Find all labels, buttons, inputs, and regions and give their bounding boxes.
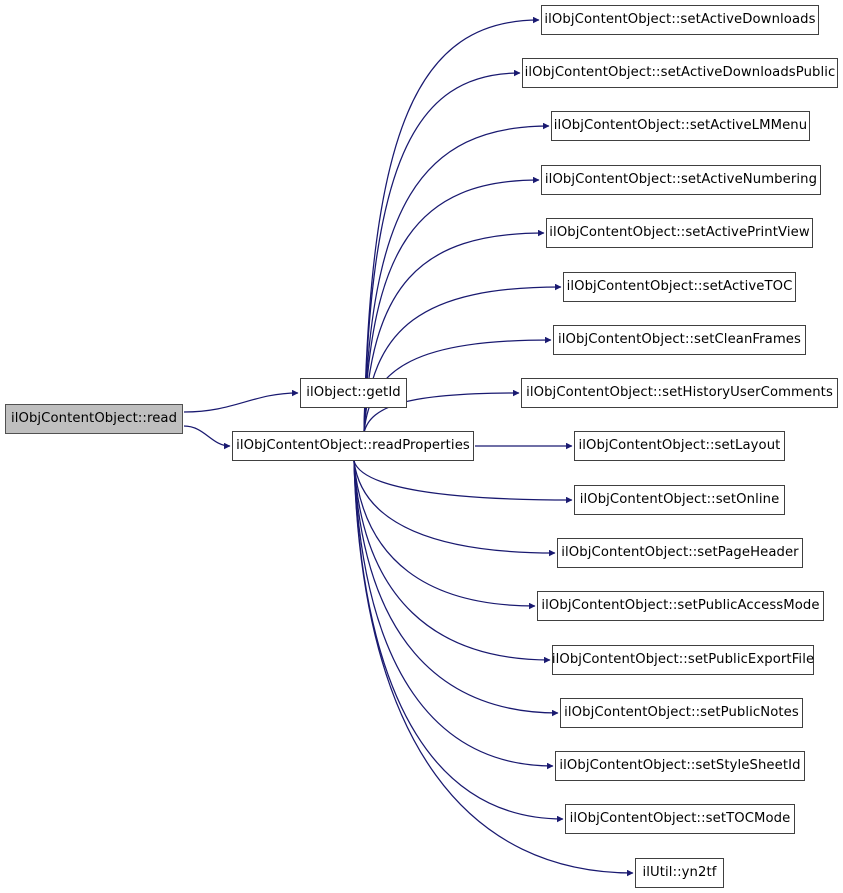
- graph-edge-readProperties-to-setPublicExportFile: [353, 460, 551, 664]
- graph-node-label: ilObjContentObject::setOnline: [579, 492, 780, 508]
- graph-edge-readProperties-to-setPageHeader: [353, 460, 556, 557]
- graph-node-setActivePrintView[interactable]: ilObjContentObject::setActivePrintView: [546, 218, 813, 248]
- graph-node-setLayout[interactable]: ilObjContentObject::setLayout: [574, 431, 785, 461]
- graph-node-setPublicNotes[interactable]: ilObjContentObject::setPublicNotes: [560, 698, 803, 728]
- graph-node-label: ilObjContentObject::setHistoryUserCommen…: [526, 385, 833, 401]
- graph-edge-read-to-readProperties: [183, 425, 231, 450]
- graph-edge-readProperties-to-setPublicNotes: [353, 460, 559, 717]
- graph-node-setPublicExportFile[interactable]: ilObjContentObject::setPublicExportFile: [552, 645, 814, 675]
- graph-edge-readProperties-to-setActiveLMMenu: [363, 122, 550, 434]
- graph-node-label: ilObjContentObject::setActiveDownloads: [544, 12, 816, 28]
- graph-edge-readProperties-to-yn2tf: [353, 460, 634, 877]
- graph-node-setActiveLMMenu[interactable]: ilObjContentObject::setActiveLMMenu: [551, 111, 810, 141]
- graph-edge-readProperties-to-setStyleSheetId: [353, 460, 554, 770]
- graph-node-label: ilObjContentObject::readProperties: [236, 438, 470, 454]
- graph-node-getId[interactable]: ilObject::getId: [300, 378, 407, 408]
- graph-edge-readProperties-to-setActiveDownloadsPublic: [363, 69, 521, 434]
- graph-node-label: ilObjContentObject::setActiveLMMenu: [553, 118, 808, 134]
- graph-node-label: ilObjContentObject::setPublicExportFile: [551, 652, 815, 668]
- graph-node-label: ilObjContentObject::setPublicNotes: [564, 705, 799, 721]
- graph-edge-read-to-getId: [183, 389, 299, 413]
- graph-node-setActiveNumbering[interactable]: ilObjContentObject::setActiveNumbering: [541, 165, 821, 195]
- graph-edge-readProperties-to-setActiveNumbering: [363, 176, 540, 434]
- graph-node-readProperties[interactable]: ilObjContentObject::readProperties: [232, 431, 474, 461]
- graph-edge-readProperties-to-setActiveDownloads: [363, 16, 540, 434]
- graph-node-label: ilObjContentObject::setActiveTOC: [566, 279, 793, 295]
- graph-node-setTOCMode[interactable]: ilObjContentObject::setTOCMode: [565, 804, 795, 834]
- graph-node-setOnline[interactable]: ilObjContentObject::setOnline: [574, 485, 785, 515]
- graph-node-setHistoryUserComments[interactable]: ilObjContentObject::setHistoryUserCommen…: [521, 378, 838, 408]
- graph-node-yn2tf[interactable]: ilUtil::yn2tf: [635, 858, 724, 888]
- graph-node-label: ilObjContentObject::setTOCMode: [569, 811, 791, 827]
- graph-node-label: ilObjContentObject::setStyleSheetId: [559, 758, 801, 774]
- graph-node-label: ilObjContentObject::setActiveNumbering: [544, 172, 818, 188]
- graph-node-label: ilObject::getId: [306, 385, 401, 401]
- graph-node-setCleanFrames[interactable]: ilObjContentObject::setCleanFrames: [553, 325, 806, 355]
- graph-node-label: ilObjContentObject::setActiveDownloadsPu…: [524, 65, 836, 81]
- graph-node-setActiveTOC[interactable]: ilObjContentObject::setActiveTOC: [563, 272, 796, 302]
- graph-node-setActiveDownloads[interactable]: ilObjContentObject::setActiveDownloads: [541, 5, 819, 35]
- graph-node-label: ilObjContentObject::setCleanFrames: [558, 332, 801, 348]
- graph-edge-readProperties-to-setCleanFrames: [363, 336, 552, 434]
- graph-node-label: ilObjContentObject::setActivePrintView: [549, 225, 810, 241]
- graph-edge-readProperties-to-setPublicAccessMode: [353, 460, 536, 610]
- graph-node-label: ilObjContentObject::setLayout: [578, 438, 781, 454]
- graph-node-label: ilObjContentObject::setPageHeader: [561, 545, 799, 561]
- graph-edge-readProperties-to-setActiveTOC: [363, 283, 562, 434]
- graph-edge-readProperties-to-setOnline: [353, 460, 573, 504]
- graph-node-setPageHeader[interactable]: ilObjContentObject::setPageHeader: [557, 538, 803, 568]
- graph-node-setStyleSheetId[interactable]: ilObjContentObject::setStyleSheetId: [555, 751, 805, 781]
- graph-node-label: ilObjContentObject::setPublicAccessMode: [541, 598, 820, 614]
- graph-node-read[interactable]: ilObjContentObject::read: [5, 404, 183, 434]
- graph-node-label: ilUtil::yn2tf: [642, 865, 717, 881]
- graph-node-setPublicAccessMode[interactable]: ilObjContentObject::setPublicAccessMode: [537, 591, 824, 621]
- graph-node-setActiveDownloadsPublic[interactable]: ilObjContentObject::setActiveDownloadsPu…: [522, 58, 838, 88]
- edge-group: [183, 16, 634, 877]
- graph-node-label: ilObjContentObject::read: [10, 411, 178, 427]
